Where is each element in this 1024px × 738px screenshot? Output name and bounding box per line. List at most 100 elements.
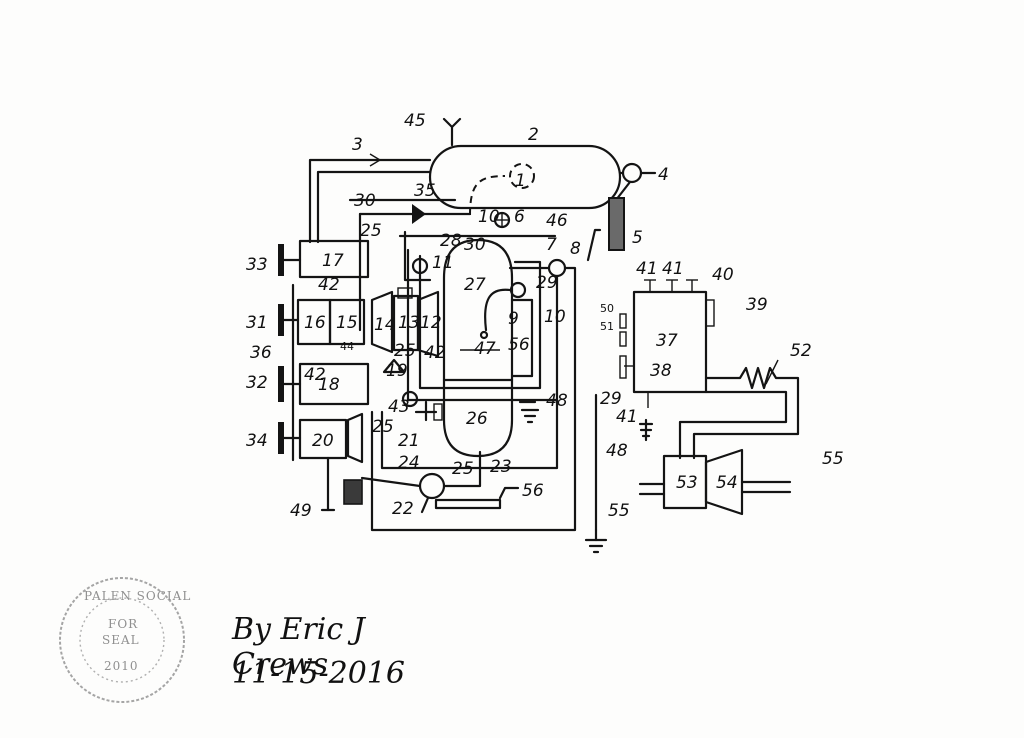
label-14: 14 [374, 315, 396, 335]
label-9: 9 [508, 309, 519, 329]
label-52: 52 [790, 341, 812, 361]
label-25a: 25 [360, 221, 382, 241]
block-5 [608, 197, 625, 251]
gear-33 [278, 244, 284, 276]
filter-22 [343, 479, 363, 505]
label-51: 51 [600, 320, 614, 333]
pump-24 [418, 472, 446, 500]
label-29b: 29 [600, 389, 622, 409]
label-56b: 56 [508, 335, 530, 355]
label-8: 8 [570, 239, 581, 259]
gear-32 [278, 366, 284, 402]
label-55a: 55 [608, 501, 630, 521]
label-44: 44 [340, 340, 354, 353]
label-30b: 30 [464, 235, 486, 255]
label-22: 22 [392, 499, 414, 519]
label-55b: 55 [822, 449, 844, 469]
stamp-center-line2: SEAL [102, 633, 140, 647]
label-49: 49 [290, 501, 312, 521]
label-18: 18 [318, 375, 340, 395]
ground-48 [520, 408, 540, 424]
pipe-23 [434, 498, 502, 510]
label-13: 13 [398, 313, 420, 333]
label-47: 47 [474, 339, 496, 359]
label-54: 54 [716, 473, 738, 493]
compressor-12 [416, 290, 440, 358]
label-41c: 41 [616, 407, 638, 427]
block-15 [328, 298, 366, 346]
turbine-14 [370, 290, 394, 354]
stamp-year: 2010 [104, 659, 139, 673]
pump-4 [621, 162, 643, 184]
controller-37 [632, 290, 708, 394]
stamp-ring-text: PALEN SOCIAL [84, 589, 191, 603]
label-5: 5 [632, 228, 643, 248]
label-37: 37 [656, 331, 678, 351]
label-23: 23 [490, 457, 512, 477]
label-29a: 29 [536, 273, 558, 293]
label-26: 26 [466, 409, 488, 429]
signature-line: By Eric J Crews [232, 612, 365, 682]
label-33: 33 [246, 255, 268, 275]
turbine-21 [346, 412, 364, 464]
gear-31 [278, 304, 284, 336]
label-36: 36 [250, 343, 272, 363]
ground-48b [638, 418, 654, 442]
label-34: 34 [246, 431, 268, 451]
ground-29 [584, 538, 608, 554]
gear-34 [278, 422, 284, 454]
label-35: 35 [414, 181, 436, 201]
valve-19 [382, 358, 406, 374]
notary-stamp: PALEN SOCIAL FOR SEAL 2010 [59, 577, 191, 703]
label-3: 3 [352, 135, 363, 155]
label-30a: 30 [354, 191, 376, 211]
label-21: 21 [398, 431, 420, 451]
resistor-52 [692, 366, 800, 460]
label-27: 27 [464, 275, 486, 295]
label-1: 1 [515, 171, 526, 191]
label-38: 38 [650, 361, 672, 381]
label-4: 4 [658, 165, 669, 185]
pipe-9 [484, 288, 512, 332]
label-48b: 48 [606, 441, 628, 461]
label-7: 7 [546, 235, 557, 255]
label-24: 24 [398, 453, 420, 473]
label-19: 19 [386, 361, 408, 381]
label-11: 11 [432, 253, 454, 273]
label-56a: 56 [522, 481, 544, 501]
label-31: 31 [246, 313, 268, 333]
label-10a: 10 [478, 207, 500, 227]
valve-11 [411, 257, 429, 275]
label-25b: 25 [394, 341, 416, 361]
stamp-center-line1: FOR [108, 617, 138, 631]
label-43: 43 [388, 397, 410, 417]
label-28: 28 [440, 231, 462, 251]
tank-2 [428, 144, 622, 210]
label-42b: 42 [304, 365, 326, 385]
label-42a: 42 [318, 275, 340, 295]
label-50: 50 [600, 302, 614, 315]
label-2: 2 [528, 125, 539, 145]
label-41a: 41 [636, 259, 658, 279]
label-42c: 42 [424, 343, 446, 363]
label-40: 40 [712, 265, 734, 285]
label-41b: 41 [662, 259, 684, 279]
label-45: 45 [404, 111, 426, 131]
label-6: 6 [514, 207, 525, 227]
label-12: 12 [420, 313, 442, 333]
component-1-circle [509, 163, 535, 189]
label-46: 46 [546, 211, 568, 231]
label-25d: 25 [452, 459, 474, 479]
label-53: 53 [676, 473, 698, 493]
valve-29-top [509, 281, 527, 299]
signature-date: 11-15-2016 [232, 656, 405, 691]
label-17: 17 [322, 251, 344, 271]
label-16: 16 [304, 313, 326, 333]
label-15: 15 [336, 313, 358, 333]
vessel-27 [442, 238, 514, 382]
line-3-lower [316, 170, 432, 244]
label-10b: 10 [544, 307, 566, 327]
label-39: 39 [746, 295, 768, 315]
line-3 [308, 158, 432, 244]
